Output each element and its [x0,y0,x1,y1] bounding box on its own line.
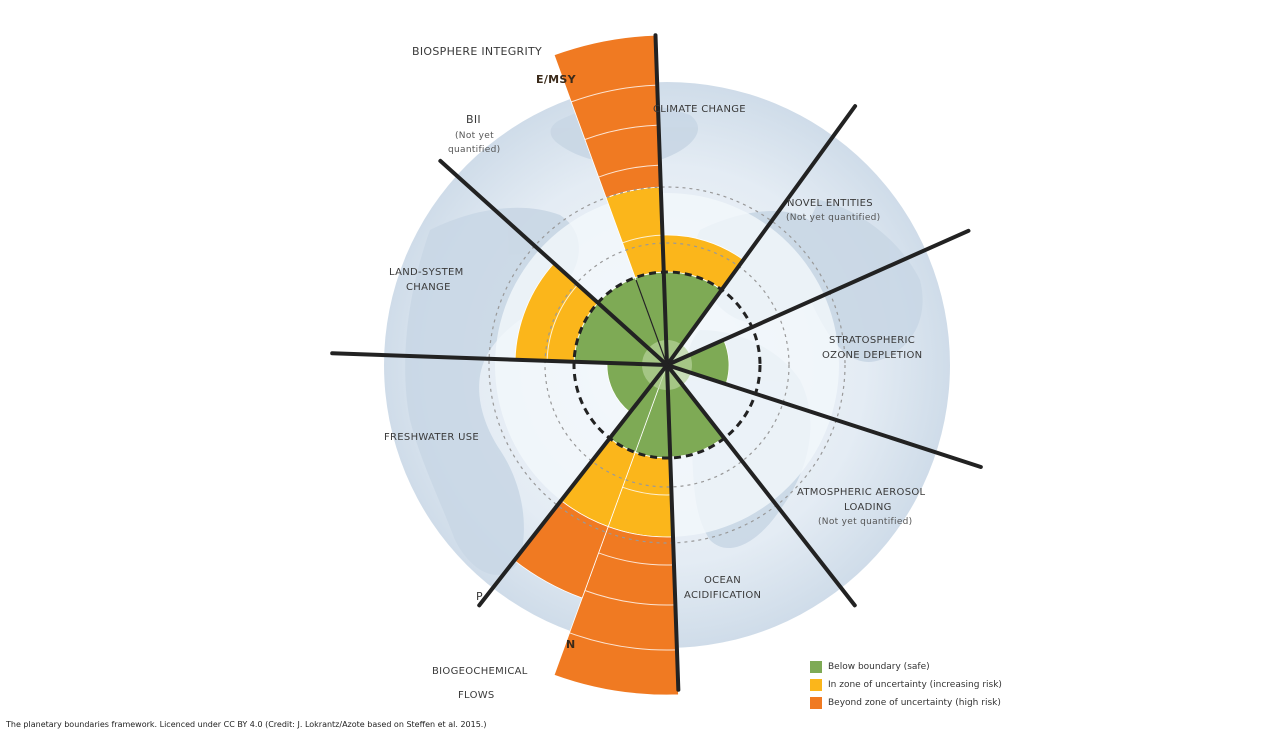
label-biosphere-integrity: BIOSPHERE INTEGRITY [412,45,543,58]
legend-item-high-risk: Beyond zone of uncertainty (high risk) [810,694,1002,712]
band-line-0 [598,164,661,178]
safe-boundary-circle [572,270,762,460]
divider-freshwater [330,351,669,367]
label-novel-entities-note: (Not yet quantified) [786,213,881,223]
label-emsy: E/MSY [536,73,576,86]
divider-p [477,363,669,608]
label-p: P [476,590,483,603]
divider-emsy [653,33,669,367]
label-biogeochemical-2: FLOWS [458,690,495,701]
divider-ozone [665,363,983,469]
band-line-7 [622,486,672,496]
sector-dividers [330,33,983,692]
credit-text: The planetary boundaries framework. Lice… [6,720,487,729]
label-biogeochemical-1: BIOGEOCHEMICAL [432,666,528,677]
divider-bii [635,279,668,366]
legend-label-uncertain: In zone of uncertainty (increasing risk) [828,680,1002,690]
dotted-ring-inner [544,242,790,488]
band-line-1 [584,124,659,140]
legend-item-uncertain: In zone of uncertainty (increasing risk) [810,676,1002,694]
band-line-8 [546,284,579,361]
legend-swatch-high-risk [810,697,822,709]
label-n: N [566,638,576,651]
label-freshwater-use: FRESHWATER USE [384,432,480,443]
label-ocean-1: OCEAN [704,575,741,586]
boundary-wedges [513,34,744,696]
legend: Below boundary (safe) In zone of uncerta… [810,658,1002,712]
divider-novel [665,228,971,367]
divider-ocean [665,363,681,692]
label-bii-note-1: (Not yet [455,131,494,141]
legend-label-high-risk: Beyond zone of uncertainty (high risk) [828,698,1001,708]
label-climate-change: CLIMATE CHANGE [653,104,746,115]
divider-land [438,158,669,367]
label-bii-note-2: quantified) [448,145,501,155]
band-line-3 [598,552,674,566]
legend-swatch-safe [810,661,822,673]
divider-aerosol [665,363,857,608]
label-stratospheric-2: OZONE DEPLETION [822,350,923,361]
label-aerosol-1: ATMOSPHERIC AEROSOL [797,487,926,498]
divider-climate [665,104,858,367]
label-land-system-change-1: LAND-SYSTEM [389,267,464,278]
label-novel-entities: NOVEL ENTITIES [787,198,873,209]
label-stratospheric-1: STRATOSPHERIC [829,335,916,346]
band-line-5 [569,632,677,651]
label-land-system-change-2: CHANGE [406,282,451,293]
label-aerosol-note: (Not yet quantified) [818,517,913,527]
legend-swatch-uncertain [810,679,822,691]
wedge-n-highrisk [553,526,679,696]
legend-label-safe: Below boundary (safe) [828,662,930,672]
legend-item-safe: Below boundary (safe) [810,658,1002,676]
band-line-4 [584,590,676,606]
label-ocean-2: ACIDIFICATION [684,590,762,601]
dotted-ring-outer [488,186,846,544]
label-bii: BII [466,113,481,126]
band-line-2 [571,84,658,103]
label-aerosol-2: LOADING [844,502,892,513]
